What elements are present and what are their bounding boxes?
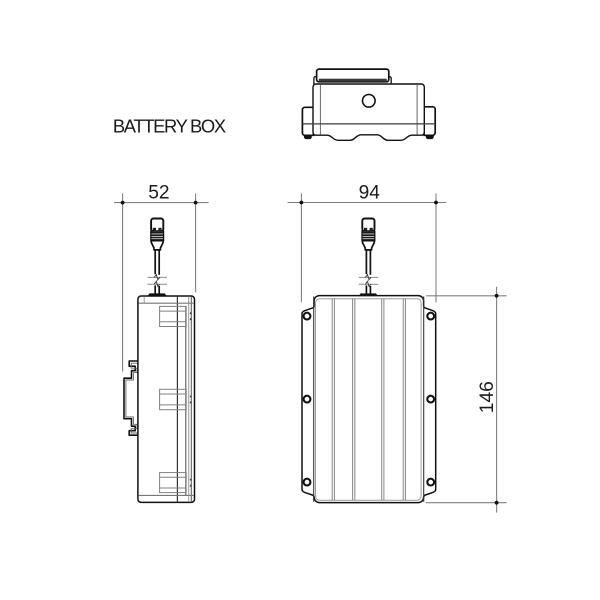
- svg-text:94: 94: [359, 182, 381, 203]
- svg-text:BATTERY BOX: BATTERY BOX: [113, 116, 226, 137]
- svg-text:52: 52: [148, 182, 169, 203]
- svg-text:146: 146: [477, 381, 498, 413]
